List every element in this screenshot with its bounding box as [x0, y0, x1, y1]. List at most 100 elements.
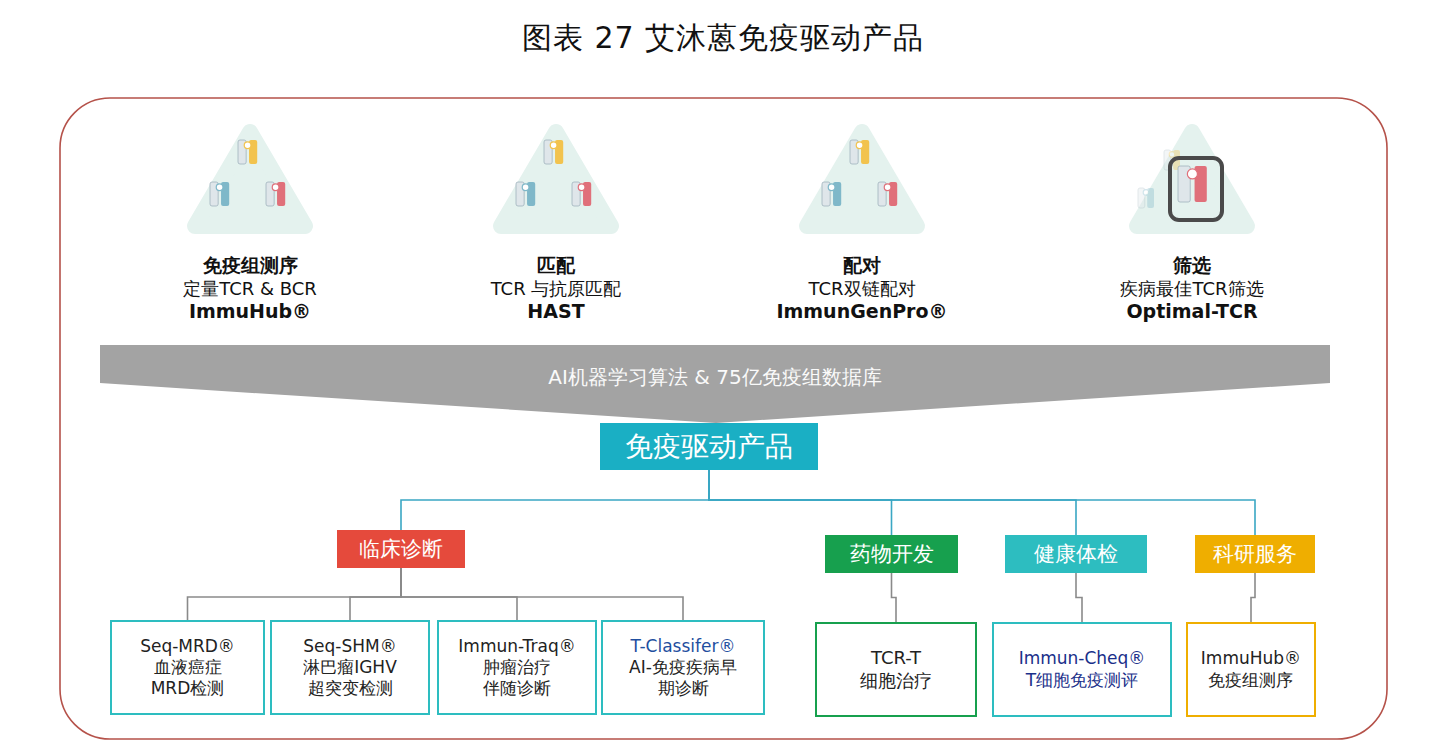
node-label: 疾病最佳TCR筛选 — [1120, 278, 1263, 301]
node-content: 临床诊断 — [359, 536, 443, 562]
node-label: ImmuHub® — [189, 300, 311, 324]
node-label: 肿瘤治疗 伴随诊断 — [471, 657, 563, 700]
node-label: AI机器学习算法 & 75亿免疫组数据库 — [548, 365, 881, 390]
technology-module: 筛选疾病最佳TCR筛选Optimal-TCR — [1072, 118, 1312, 324]
triangle-badge — [130, 118, 370, 240]
node-label: TCR 与抗原匹配 — [491, 278, 622, 301]
tree-connector — [709, 470, 1076, 535]
node-label: TCR-T 细胞治疗 — [850, 647, 942, 692]
product-box: TCR-T 细胞治疗 — [815, 622, 977, 717]
triangle-badge — [1072, 118, 1312, 240]
category-box: 健康体检 — [1005, 535, 1147, 573]
tree-connector — [1251, 573, 1255, 622]
node-label: 配对 — [843, 254, 881, 278]
node-content: 药物开发 — [850, 541, 934, 567]
tree-connector — [401, 568, 517, 620]
figure-title: 图表 27 艾沐蒽免疫驱动产品 — [0, 18, 1446, 59]
node-label: TCR双链配对 — [808, 278, 915, 301]
tree-connector — [188, 568, 402, 620]
tcr-icon — [878, 182, 897, 206]
node-label: T-Classifer® — [631, 636, 736, 657]
tcr-icon — [210, 182, 229, 206]
node-content: AI机器学习算法 & 75亿免疫组数据库 — [100, 365, 1330, 390]
node-label: 淋巴瘤IGHV 超突变检测 — [294, 657, 406, 700]
tree-connector — [350, 568, 401, 620]
node-content: 科研服务 — [1213, 541, 1297, 567]
node-label: Immun-Cheq® — [1019, 648, 1146, 669]
tcr-icon — [822, 182, 841, 206]
tree-connector — [401, 568, 683, 620]
tcr-icon — [238, 140, 257, 164]
tree-connector — [709, 470, 1255, 535]
tree-connector — [709, 470, 892, 535]
tree-connector — [892, 573, 897, 622]
node-label: Seq-MRD® — [140, 636, 235, 657]
node-label: T细胞免疫测评 — [1026, 670, 1138, 691]
triangle-badge — [742, 118, 982, 240]
tcr-icon — [544, 140, 563, 164]
tcr-icon — [266, 182, 285, 206]
node-content: TCR-T 细胞治疗 — [850, 647, 942, 692]
product-box: ImmuHub®免疫组测序 — [1186, 622, 1316, 717]
triangle-shape — [807, 132, 917, 226]
triangle-shape — [1137, 132, 1247, 226]
product-box: Immun-Traq®肿瘤治疗 伴随诊断 — [437, 620, 597, 715]
node-label: Optimal-TCR — [1126, 300, 1257, 324]
node-content: 免疫组测序定量TCR & BCRImmuHub® — [130, 254, 370, 324]
triangle-badge — [436, 118, 676, 240]
tcr-icon — [850, 140, 869, 164]
funnel-band — [100, 345, 1330, 423]
tcr-icon — [1178, 166, 1207, 202]
platform-funnel: AI机器学习算法 & 75亿免疫组数据库 — [100, 345, 1330, 423]
node-content: 健康体检 — [1034, 541, 1118, 567]
node-content: 匹配TCR 与抗原匹配HAST — [436, 254, 676, 324]
node-label: 免疫组测序 — [1208, 670, 1293, 691]
node-content: Immun-Traq®肿瘤治疗 伴随诊断 — [458, 636, 575, 700]
triangle-shape — [195, 132, 305, 226]
node-label: AI-免疫疾病早 期诊断 — [610, 657, 756, 700]
selection-frame — [1170, 158, 1222, 220]
node-content: 免疫驱动产品 — [625, 429, 793, 464]
node-content: 配对TCR双链配对ImmunGenPro® — [742, 254, 982, 324]
product-box: Immun-Cheq®T细胞免疫测评 — [992, 622, 1172, 717]
node-content: Seq-MRD®血液癌症 MRD检测 — [140, 636, 235, 700]
tcr-icon — [516, 182, 535, 206]
tree-connector — [401, 470, 709, 530]
node-content: T-Classifer®AI-免疫疾病早 期诊断 — [610, 636, 756, 700]
node-label: 科研服务 — [1213, 541, 1297, 567]
node-label: ImmunGenPro® — [776, 300, 947, 324]
node-label: 药物开发 — [850, 541, 934, 567]
node-label: 免疫组测序 — [203, 254, 298, 278]
tcr-icon — [1138, 188, 1154, 208]
technology-module: 免疫组测序定量TCR & BCRImmuHub® — [130, 118, 370, 324]
node-content: Seq-SHM®淋巴瘤IGHV 超突变检测 — [294, 636, 406, 700]
node-content: ImmuHub®免疫组测序 — [1201, 648, 1301, 691]
node-label: 定量TCR & BCR — [183, 278, 317, 301]
node-label: Seq-SHM® — [303, 636, 396, 657]
node-label: 匹配 — [537, 254, 575, 278]
node-content: 筛选疾病最佳TCR筛选Optimal-TCR — [1072, 254, 1312, 324]
node-label: HAST — [527, 300, 584, 324]
product-box: Seq-MRD®血液癌症 MRD检测 — [110, 620, 265, 715]
triangle-shape — [501, 132, 611, 226]
technology-module: 匹配TCR 与抗原匹配HAST — [436, 118, 676, 324]
product-box: T-Classifer®AI-免疫疾病早 期诊断 — [601, 620, 765, 715]
tcr-icon — [572, 182, 591, 206]
node-label: ImmuHub® — [1201, 648, 1301, 669]
node-content: Immun-Cheq®T细胞免疫测评 — [1019, 648, 1146, 691]
node-label: 健康体检 — [1034, 541, 1118, 567]
node-label: 免疫驱动产品 — [625, 429, 793, 464]
category-box: 临床诊断 — [337, 530, 465, 568]
node-label: 血液癌症 MRD检测 — [142, 657, 234, 700]
rounded-frame — [60, 98, 1387, 739]
product-box: Seq-SHM®淋巴瘤IGHV 超突变检测 — [270, 620, 430, 715]
category-box: 科研服务 — [1195, 535, 1315, 573]
node-label: Immun-Traq® — [458, 636, 575, 657]
technology-module: 配对TCR双链配对ImmunGenPro® — [742, 118, 982, 324]
tree-connector — [1076, 573, 1082, 622]
root-box: 免疫驱动产品 — [600, 423, 818, 470]
category-box: 药物开发 — [825, 535, 958, 573]
node-label: 筛选 — [1173, 254, 1211, 278]
node-label: 临床诊断 — [359, 536, 443, 562]
